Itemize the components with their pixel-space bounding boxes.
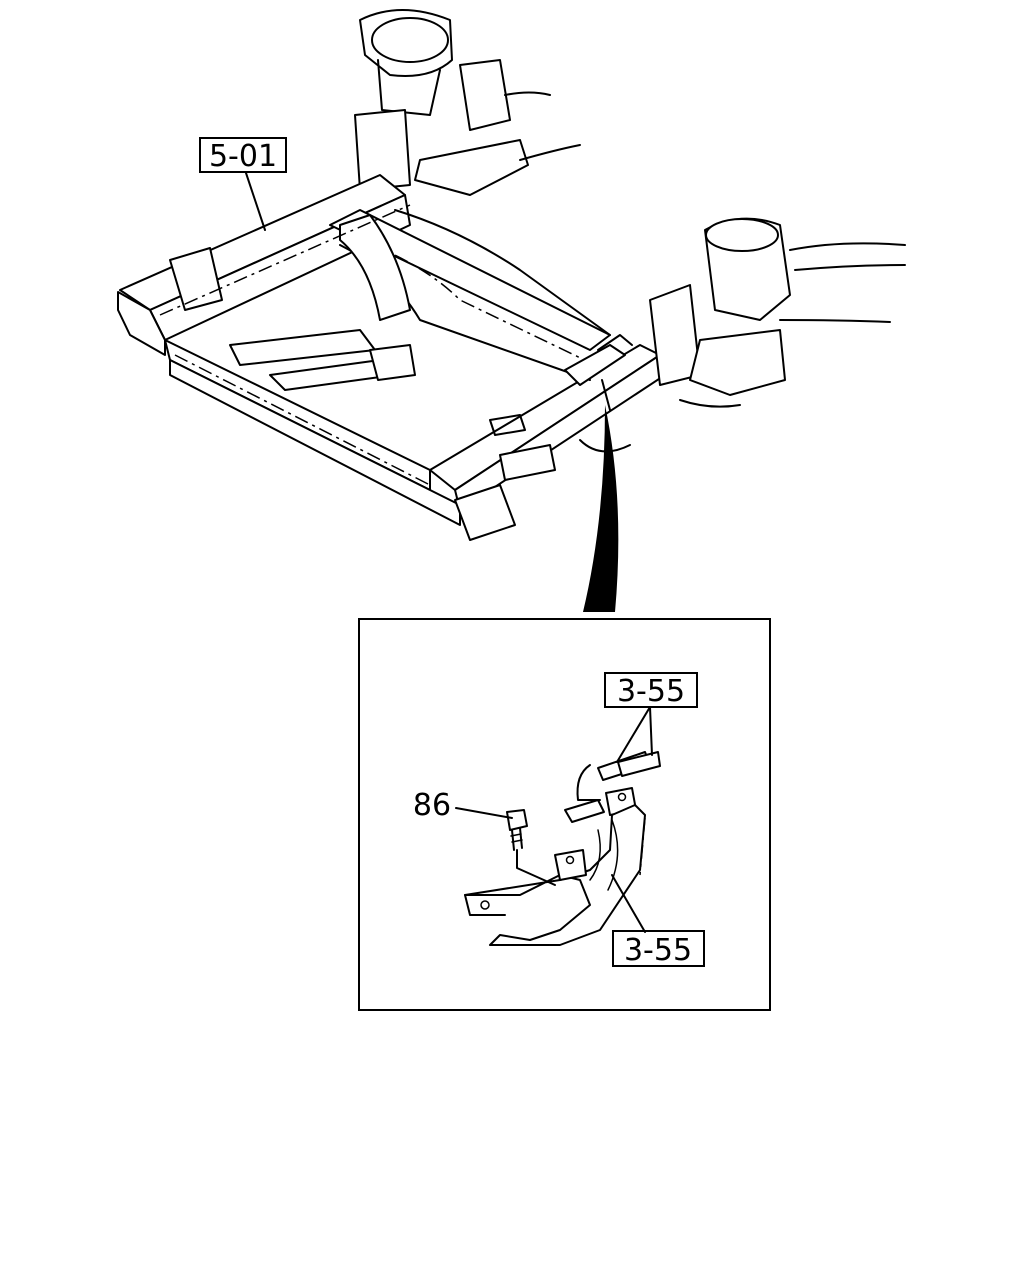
callout-harness-ref-bottom-label: 3-55 (624, 933, 692, 968)
harness-bottom-leader (611, 874, 646, 933)
bolt-ref-leader (455, 807, 513, 819)
callout-harness-ref-top[interactable]: 3-55 (604, 672, 698, 709)
callout-bolt-ref-label: 86 (413, 788, 451, 823)
callout-bolt-ref[interactable]: 86 (413, 788, 451, 823)
bolt-install-line (516, 849, 556, 886)
callout-harness-ref-top-label: 3-55 (617, 674, 685, 709)
harness-top-leader-1 (616, 706, 651, 763)
harness-top-leader-2 (649, 706, 653, 756)
callout-harness-ref-bottom[interactable]: 3-55 (612, 930, 705, 968)
callout-frame-ref-label: 5-01 (209, 139, 277, 174)
chassis-frame-drawing (117, 9, 906, 541)
harness-bracket-drawing (464, 751, 661, 946)
detail-pointer (583, 405, 619, 612)
callout-frame-ref[interactable]: 5-01 (199, 137, 287, 174)
frame-ref-leader (244, 169, 266, 231)
bolt-86-drawing (506, 809, 528, 851)
